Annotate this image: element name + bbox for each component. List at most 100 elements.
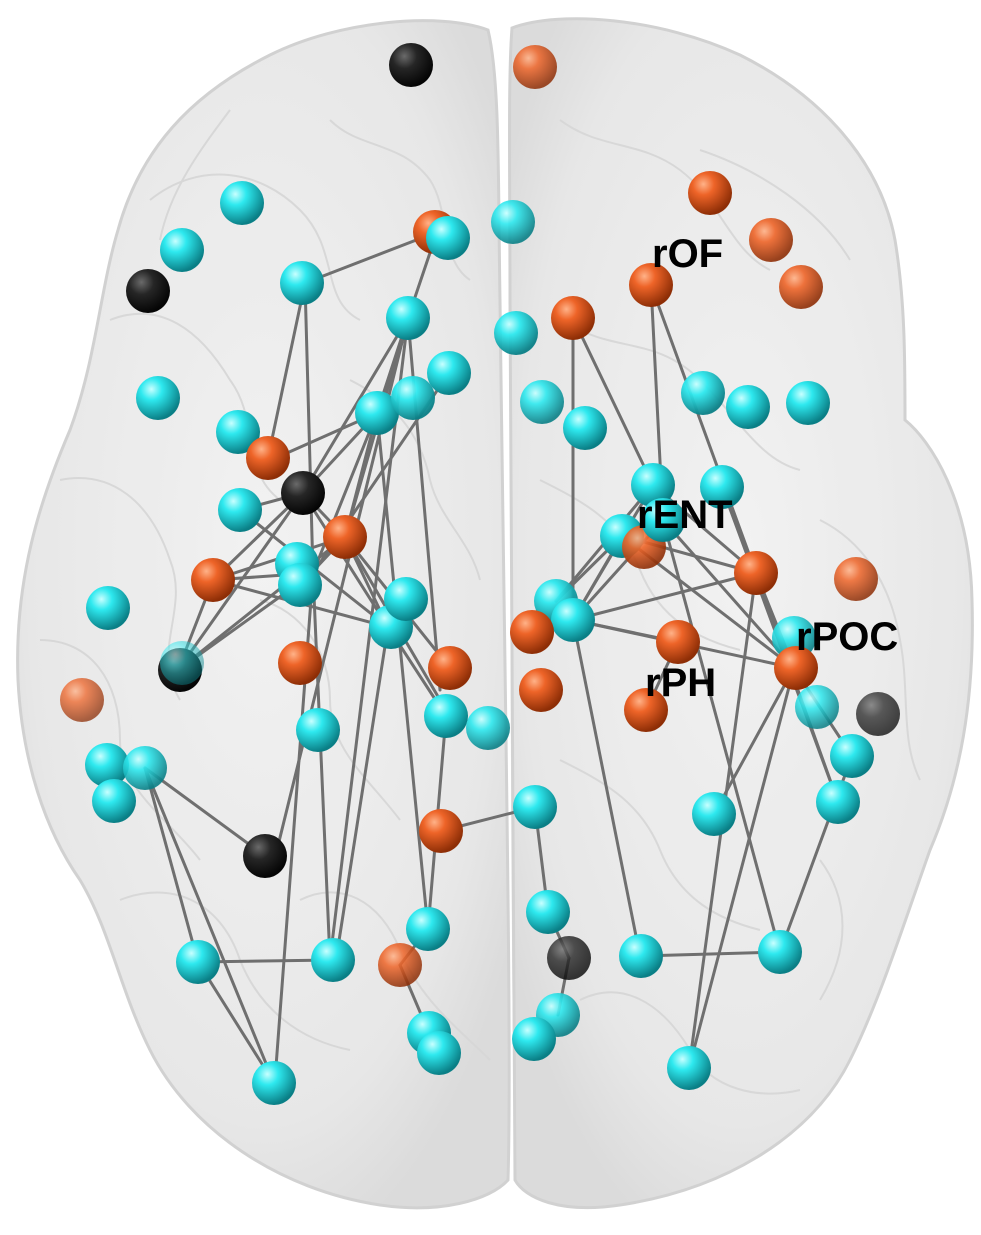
network-edge bbox=[143, 766, 276, 1085]
cyan-node bbox=[681, 371, 725, 415]
network-nodes bbox=[60, 43, 900, 1105]
cyan-node bbox=[786, 381, 830, 425]
orange-node bbox=[551, 296, 595, 340]
cyan-node bbox=[85, 743, 129, 787]
cyan-node bbox=[795, 685, 839, 729]
orange-node bbox=[60, 678, 104, 722]
orange-node bbox=[749, 218, 793, 262]
orange-node bbox=[428, 646, 472, 690]
cyan-node bbox=[551, 598, 595, 642]
label-rOF: rOF bbox=[652, 232, 723, 276]
label-rPOC: rPOC bbox=[796, 615, 898, 659]
cyan-node bbox=[417, 1031, 461, 1075]
cyan-node bbox=[86, 586, 130, 630]
cyan-node bbox=[220, 181, 264, 225]
network-edge bbox=[639, 950, 782, 958]
cyan-node bbox=[526, 890, 570, 934]
network-edge bbox=[196, 958, 335, 964]
label-rENT: rENT bbox=[637, 493, 733, 537]
network-edge bbox=[649, 283, 758, 575]
orange-node bbox=[378, 943, 422, 987]
network-edge bbox=[301, 316, 410, 495]
cyan-node bbox=[311, 938, 355, 982]
brain-outline bbox=[16, 17, 974, 1210]
cyan-node bbox=[278, 563, 322, 607]
black-node bbox=[243, 834, 287, 878]
cyan-node bbox=[726, 385, 770, 429]
network-edge bbox=[176, 491, 305, 672]
black-node bbox=[547, 936, 591, 980]
orange-node bbox=[323, 515, 367, 559]
orange-node bbox=[191, 558, 235, 602]
network-edge bbox=[571, 618, 642, 958]
network-edge bbox=[301, 491, 390, 629]
network-edge bbox=[196, 960, 276, 1085]
cyan-node bbox=[218, 488, 262, 532]
cyan-node bbox=[296, 708, 340, 752]
cyan-node bbox=[424, 694, 468, 738]
network-edge bbox=[143, 766, 200, 964]
cyan-node bbox=[466, 706, 510, 750]
network-edge bbox=[687, 666, 796, 1070]
cyan-node bbox=[280, 261, 324, 305]
black-node bbox=[281, 471, 325, 515]
cyan-node bbox=[384, 577, 428, 621]
cyan-node bbox=[700, 465, 744, 509]
cyan-node bbox=[692, 792, 736, 836]
orange-node bbox=[629, 263, 673, 307]
network-edge bbox=[571, 571, 758, 622]
cyan-node bbox=[667, 1046, 711, 1090]
orange-node bbox=[519, 668, 563, 712]
orange-node bbox=[419, 809, 463, 853]
cyan-node bbox=[160, 228, 204, 272]
network-edge bbox=[375, 411, 430, 931]
network-edge bbox=[661, 518, 796, 670]
orange-node bbox=[779, 265, 823, 309]
cyan-node bbox=[176, 940, 220, 984]
network-edge bbox=[311, 571, 332, 962]
label-rPH: rPH bbox=[645, 661, 716, 705]
cyan-node bbox=[216, 410, 260, 454]
cyan-node bbox=[631, 463, 675, 507]
cyan-node bbox=[252, 1061, 296, 1105]
orange-node bbox=[774, 646, 818, 690]
cyan-node bbox=[619, 934, 663, 978]
orange-node bbox=[510, 610, 554, 654]
network-edge bbox=[143, 766, 267, 858]
cyan-node bbox=[427, 351, 471, 395]
network-edge bbox=[266, 281, 307, 460]
cyan-node bbox=[426, 216, 470, 260]
cyan-node bbox=[758, 930, 802, 974]
orange-node bbox=[734, 551, 778, 595]
orange-node bbox=[246, 436, 290, 480]
orange-node bbox=[513, 45, 557, 89]
network-edge bbox=[311, 411, 379, 575]
cyan-node bbox=[406, 907, 450, 951]
cyan-node bbox=[160, 641, 204, 685]
cyan-node bbox=[391, 376, 435, 420]
cyan-node bbox=[512, 1017, 556, 1061]
orange-node bbox=[278, 641, 322, 685]
network-edge bbox=[334, 625, 390, 962]
cyan-node bbox=[123, 746, 167, 790]
right-hemisphere bbox=[508, 17, 974, 1210]
black-node bbox=[126, 269, 170, 313]
network-edge bbox=[303, 281, 315, 575]
orange-node bbox=[624, 688, 668, 732]
cyan-node bbox=[641, 498, 685, 542]
orange-node bbox=[688, 171, 732, 215]
network-edge bbox=[571, 316, 655, 487]
cyan-node bbox=[491, 200, 535, 244]
cyan-node bbox=[830, 734, 874, 778]
cyan-node bbox=[136, 376, 180, 420]
cyan-node bbox=[494, 311, 538, 355]
orange-node bbox=[656, 620, 700, 664]
black-node bbox=[856, 692, 900, 736]
cyan-node bbox=[520, 380, 564, 424]
black-node bbox=[389, 43, 433, 87]
orange-node bbox=[834, 557, 878, 601]
cyan-node bbox=[563, 406, 607, 450]
cyan-node bbox=[513, 785, 557, 829]
cyan-node bbox=[355, 391, 399, 435]
